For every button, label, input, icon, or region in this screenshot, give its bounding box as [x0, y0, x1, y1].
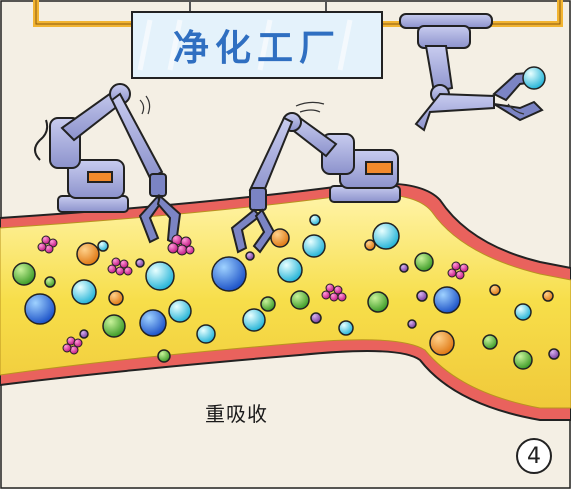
gripper-claw-icon	[138, 173, 182, 246]
motion-lines	[139, 95, 525, 115]
sphere-particle-icon	[12, 66, 560, 370]
robot-arm-icon	[248, 112, 401, 203]
panel-number-badge: 4	[516, 438, 552, 474]
vessel-lumen	[0, 193, 571, 409]
molecule-cluster-icon	[37, 234, 469, 355]
sign-title: 净化工厂	[172, 28, 341, 69]
robot-arm-icon	[399, 13, 544, 132]
sign-board	[131, 11, 383, 79]
robot-arm-icon	[34, 83, 164, 213]
caption-label: 重吸收	[205, 402, 268, 426]
